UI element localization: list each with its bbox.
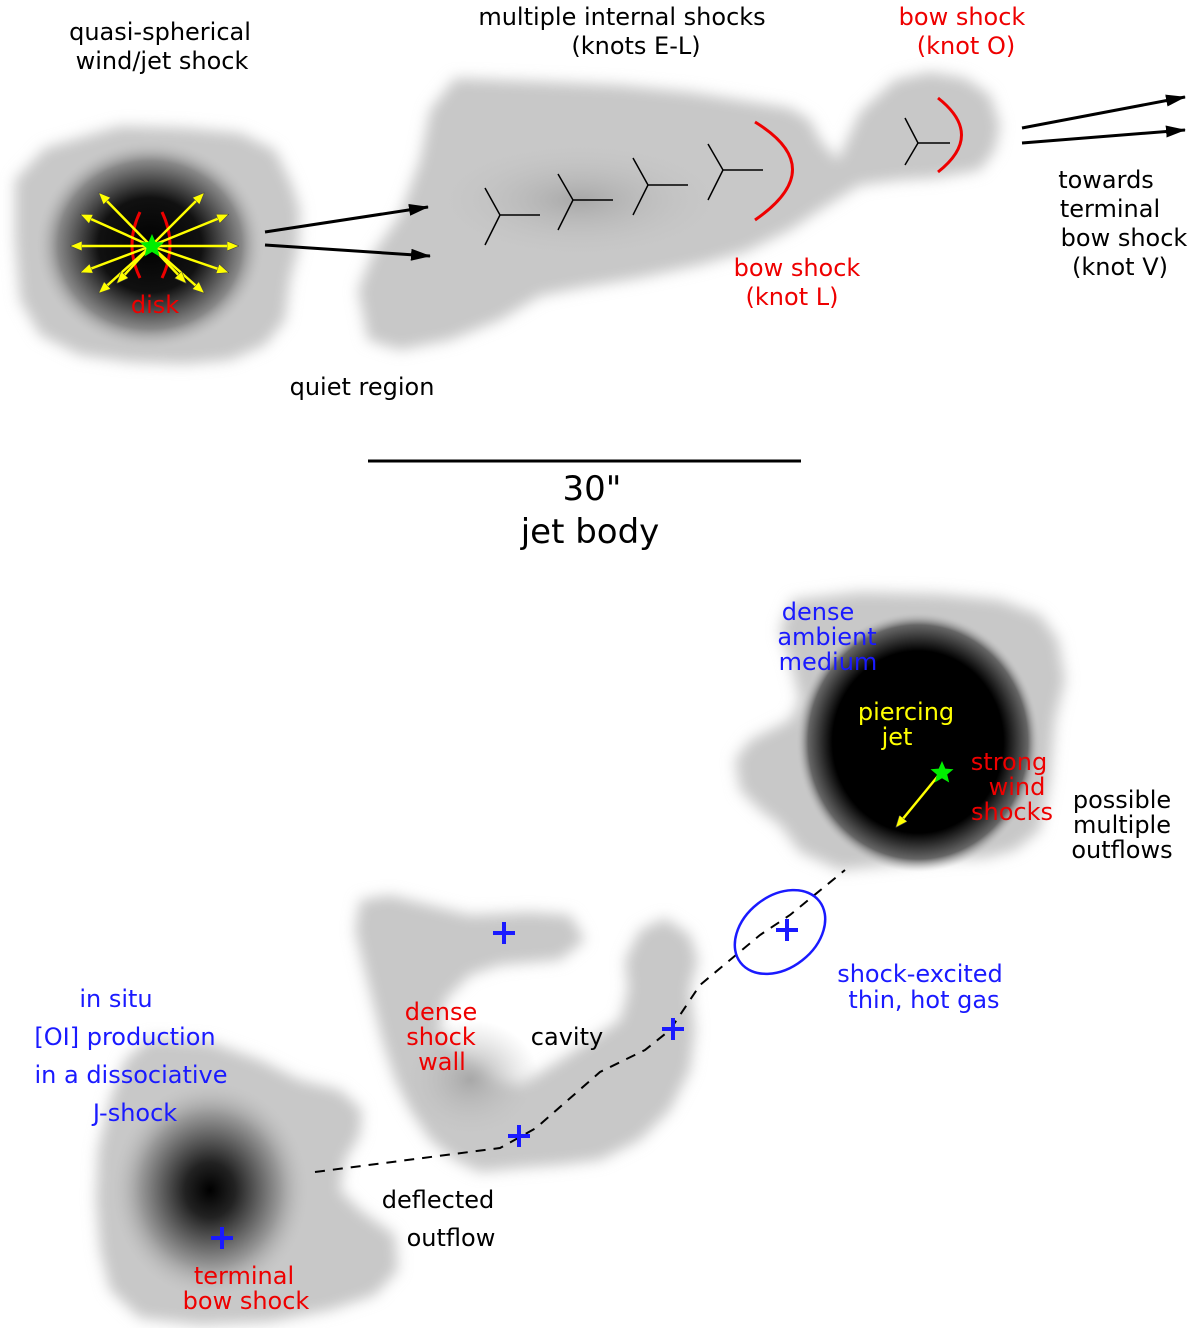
in-situ-label-4: J-shock	[91, 1099, 177, 1127]
terminal-direction-label-3: bow shock	[1061, 224, 1188, 252]
hot-gas-ellipse	[733, 888, 827, 976]
in-situ-label-2: [OI] production	[34, 1023, 215, 1051]
bow-shock-l-label-2: (knot L)	[746, 283, 839, 311]
piercing-jet-label-2: jet	[881, 723, 913, 751]
wind-shock-label-2: wind/jet shock	[76, 47, 249, 75]
hot-gas-label-2: thin, hot gas	[848, 986, 999, 1014]
wind-shocks-label-1: strong	[971, 748, 1047, 776]
scale-caption-label: jet body	[520, 512, 660, 552]
internal-shocks-label-2: (knots E-L)	[571, 32, 700, 60]
deflected-label-2: outflow	[407, 1224, 496, 1252]
shock-wall-label-1: dense	[405, 998, 477, 1026]
wind-arrow	[82, 213, 152, 248]
plus-icon	[776, 919, 798, 941]
disk-label: disk	[131, 291, 179, 319]
knot-shock-symbol	[557, 173, 613, 231]
hot-gas-label-1: shock-excited	[837, 960, 1003, 988]
emission-blob-jet-body	[358, 72, 1000, 350]
arrow-jet	[897, 775, 939, 826]
in-situ-label-3: in a dissociative	[34, 1061, 227, 1089]
wind-shocks-label-2: wind	[989, 773, 1046, 801]
terminal-label-2: bow shock	[183, 1287, 310, 1315]
internal-shocks-label-1: multiple internal shocks	[478, 3, 765, 31]
arrow-right	[264, 203, 429, 234]
deflected-label-1: deflected	[382, 1186, 495, 1214]
terminal-direction-arrows	[1021, 94, 1186, 145]
wind-shock-label-1: quasi-spherical	[69, 18, 251, 46]
in-situ-label-1: in situ	[79, 985, 152, 1013]
plus-icon	[508, 1125, 530, 1147]
wind-arrow	[150, 194, 203, 247]
emission-blob-ambient	[735, 592, 1065, 872]
wind-arrow	[150, 213, 227, 248]
multiple-outflows-label-3: outflows	[1071, 836, 1172, 864]
arrow-right	[264, 243, 431, 261]
wind-shock-arrows	[72, 194, 237, 292]
piercing-jet-label-1: piercing	[858, 698, 954, 726]
scale-size-label: 30"	[563, 469, 622, 509]
wind-arrow	[100, 194, 152, 247]
ambient-label-3: medium	[779, 648, 878, 676]
jet-launch-arrows	[264, 203, 431, 261]
quiet-region-label: quiet region	[290, 373, 435, 401]
emission-blob-shock-wall	[355, 895, 698, 1172]
knot-shock-symbol	[484, 187, 540, 246]
bow-shock-knot-l-curve	[754, 120, 794, 222]
plus-icon	[493, 922, 515, 944]
arrow-right	[1021, 94, 1186, 130]
bow-shock-l-label-1: bow shock	[734, 254, 861, 282]
wind-arrow	[150, 244, 227, 272]
multiple-outflows-label-1: possible	[1073, 786, 1171, 814]
terminal-direction-label-4: (knot V)	[1072, 253, 1168, 281]
bow-shock-o-label-1: bow shock	[899, 3, 1026, 31]
bow-shock-o-label-2: (knot O)	[917, 32, 1015, 60]
terminal-direction-label-2: terminal	[1060, 195, 1160, 223]
internal-shock-knots	[484, 117, 950, 246]
ambient-label-1: dense	[782, 598, 854, 626]
cavity-label: cavity	[531, 1023, 603, 1051]
knot-shock-symbol	[707, 143, 763, 201]
knot-shock-symbol	[632, 157, 688, 216]
star-icon	[140, 234, 164, 257]
multiple-outflows-label-2: multiple	[1073, 811, 1171, 839]
arrow-right	[1021, 125, 1186, 145]
star-icon	[930, 761, 954, 783]
wind-arrow	[82, 244, 152, 272]
bow-shock-knot-o-curve	[937, 96, 963, 174]
plus-icon	[211, 1227, 233, 1249]
knot-shock-symbol	[904, 117, 950, 166]
terminal-label-1: terminal	[194, 1262, 294, 1290]
plus-icon	[662, 1018, 684, 1040]
terminal-direction-label-1: towards	[1058, 166, 1154, 194]
wind-arrow	[118, 245, 152, 282]
shock-wall-label-3: wall	[418, 1048, 466, 1076]
piercing-jet-arrow	[897, 761, 954, 826]
emission-blob-terminal	[96, 1038, 398, 1325]
wind-shocks-label-3: shocks	[971, 798, 1053, 826]
ambient-label-2: ambient	[777, 623, 876, 651]
position-markers	[211, 919, 798, 1249]
shock-wall-label-2: shock	[406, 1023, 476, 1051]
